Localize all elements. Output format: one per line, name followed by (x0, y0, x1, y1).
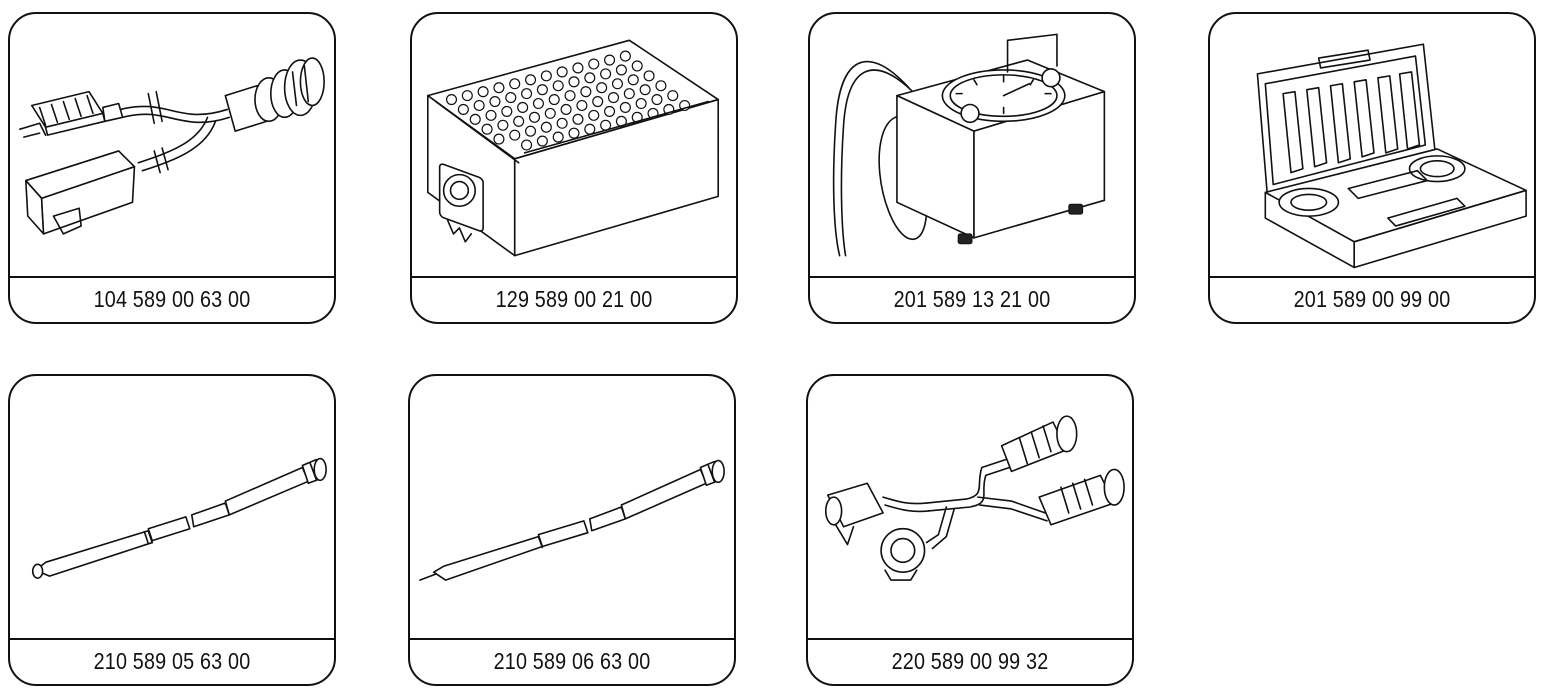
test-probe-icon (10, 376, 334, 640)
part-number: 210 589 06 63 00 (493, 647, 651, 674)
tester-dial-icon (810, 14, 1134, 278)
test-probe-fine-icon (410, 376, 734, 640)
part-number: 104 589 00 63 00 (93, 285, 251, 312)
tool-case-icon (1210, 14, 1534, 278)
tool-card-7: 220 589 00 99 32 (806, 374, 1134, 686)
part-number: 210 589 05 63 00 (93, 647, 251, 674)
part-number: 129 589 00 21 00 (495, 285, 653, 312)
socket-box-icon (412, 14, 736, 278)
tool-card-4: 201 589 00 99 00 (1208, 12, 1536, 324)
tool-card-5: 210 589 05 63 00 (8, 374, 336, 686)
part-number: 201 589 00 99 00 (1293, 285, 1451, 312)
tool-card-6: 210 589 06 63 00 (408, 374, 736, 686)
y-adapter-cable-icon (808, 376, 1132, 640)
part-number: 220 589 00 99 32 (891, 647, 1049, 674)
tool-card-1: 104 589 00 63 00 (8, 12, 336, 324)
part-number: 201 589 13 21 00 (893, 285, 1051, 312)
tool-card-3: 201 589 13 21 00 (808, 12, 1136, 324)
adapter-cable-icon (10, 14, 334, 278)
tool-card-2: 129 589 00 21 00 (410, 12, 738, 324)
